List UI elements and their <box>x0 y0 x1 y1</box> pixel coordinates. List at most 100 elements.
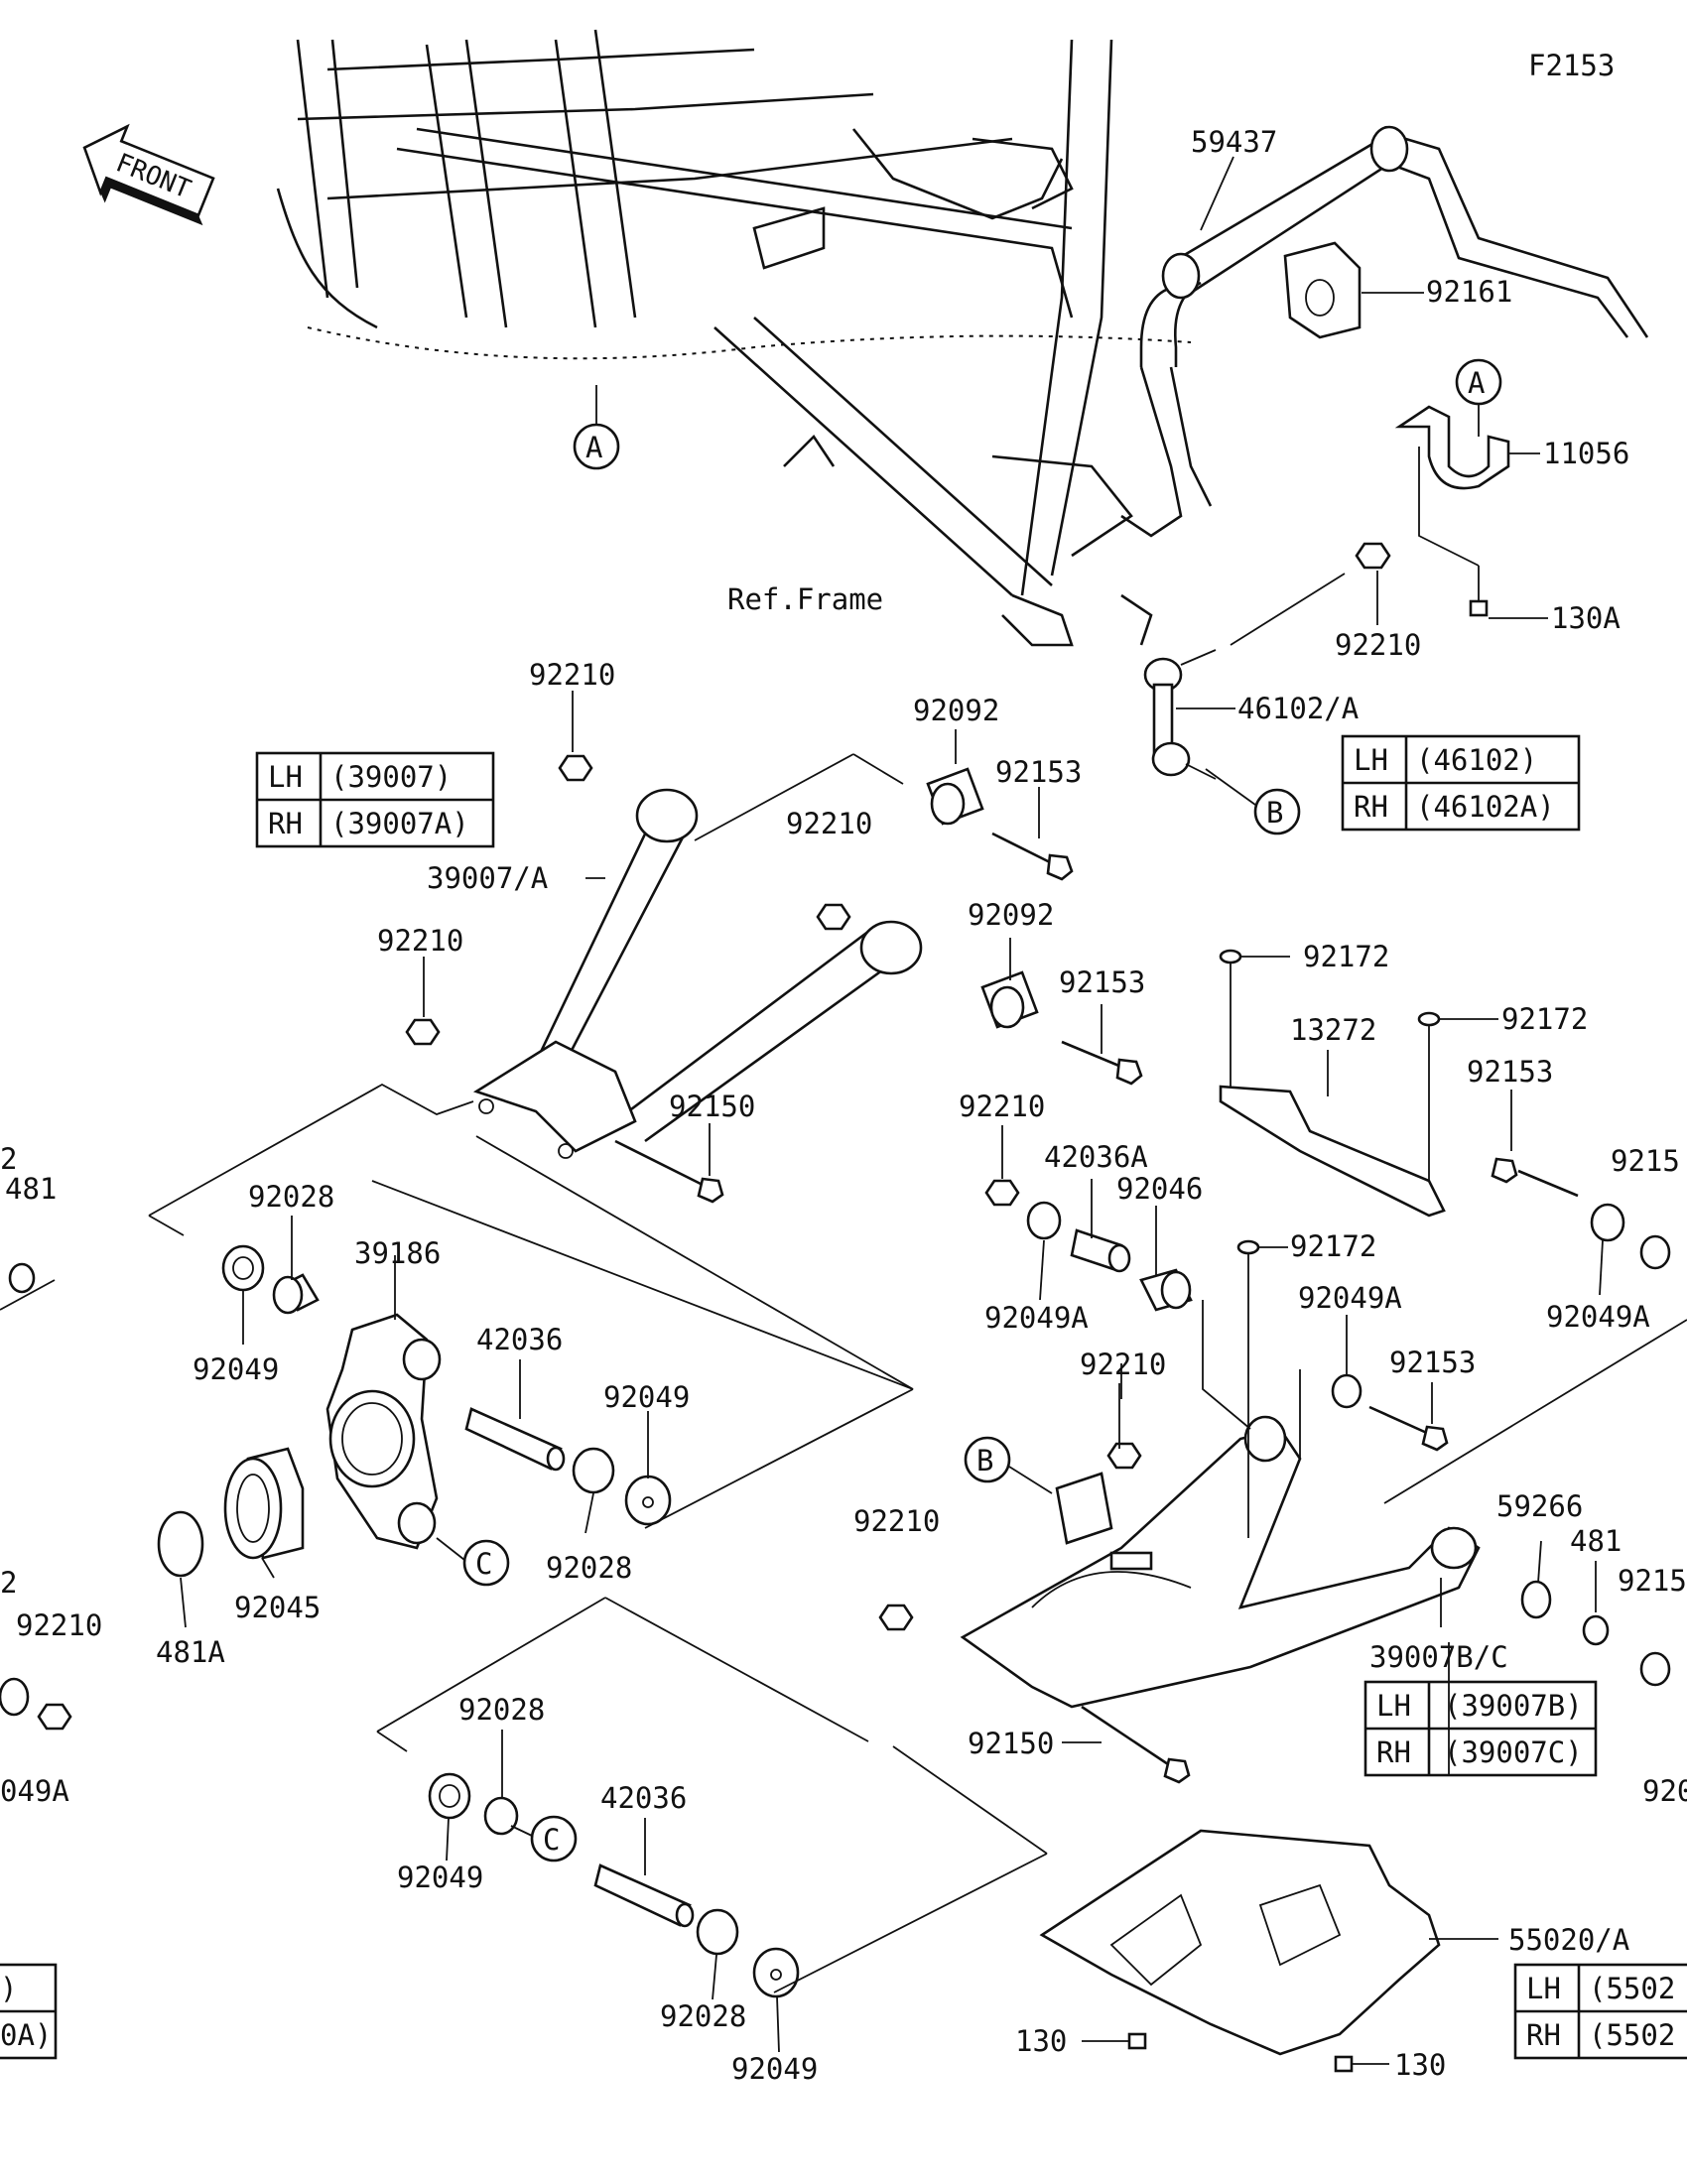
callout-92046: 92046 <box>1116 1172 1203 1206</box>
bushing-92028-a <box>272 1273 320 1315</box>
bolt-130A <box>1469 566 1489 617</box>
callout-92045: 92045 <box>234 1591 321 1624</box>
bolt-92153-d <box>1491 1157 1579 1198</box>
svg-text:(39007C): (39007C) <box>1444 1735 1583 1769</box>
nut-92210-link <box>1230 542 1391 646</box>
callout-481: 481 <box>1570 1524 1622 1558</box>
stabilizer-bar <box>1139 125 1649 367</box>
callout-481A: 481A <box>156 1635 225 1669</box>
bolt-92153-b <box>1061 1040 1143 1086</box>
svg-text:A: A <box>585 431 602 464</box>
seal-92049-a <box>221 1244 265 1292</box>
svg-text:B: B <box>976 1444 993 1477</box>
callout-42036A: 42036A <box>1044 1140 1148 1174</box>
front-arrow-icon: FRONT <box>82 123 215 226</box>
svg-text:RH: RH <box>1376 1735 1411 1769</box>
callout-92210: 92210 <box>1335 628 1421 662</box>
svg-text:LH: LH <box>1526 1972 1561 2005</box>
callout-92028: 92028 <box>546 1551 632 1585</box>
ref-marker-b-2: B <box>964 1436 1011 1483</box>
bolt-92150-upper <box>614 1139 724 1204</box>
svg-text:RH: RH <box>268 807 303 840</box>
callout-92049: 92049 <box>397 1861 483 1894</box>
ref-frame-label: Ref.Frame <box>727 582 883 616</box>
callout-39007BC: 39007B/C <box>1369 1640 1508 1674</box>
callout-92161: 92161 <box>1426 275 1512 309</box>
frame-cut-line <box>307 326 1192 360</box>
callout-labels: F2153 Ref.Frame 59437 92161 11056 130A 9… <box>0 49 1687 2086</box>
callout-55020A: 55020/A <box>1508 1923 1629 1957</box>
callout-2-left-b: 2 <box>0 1566 17 1600</box>
callout-9215-right: 9215 <box>1611 1144 1680 1178</box>
leader-lines <box>180 156 1604 2065</box>
svg-text:(39007B): (39007B) <box>1444 1689 1583 1723</box>
ref-marker-c-2: C <box>530 1815 578 1863</box>
callout-92049A: 92049A <box>1546 1300 1650 1334</box>
svg-text:A: A <box>1468 366 1485 400</box>
group-outlines <box>0 447 1687 1993</box>
callout-130: 130 <box>1015 2024 1067 2058</box>
link-rod-46102 <box>1143 649 1217 780</box>
callout-130-right: 130 <box>1394 2048 1446 2082</box>
ref-marker-leaders <box>436 385 1480 1837</box>
knuckle-39186 <box>325 1313 442 1550</box>
callout-92210: 92210 <box>529 658 615 692</box>
svg-text:LH: LH <box>1376 1689 1411 1723</box>
callout-920-right: 920 <box>1642 1774 1687 1808</box>
callout-39007A: 39007/A <box>427 861 548 895</box>
seal-92049-d <box>752 1947 800 1998</box>
svg-text:(5502: (5502 <box>1589 1972 1675 2005</box>
callout-92049: 92049 <box>731 2052 818 2086</box>
ref-markers: A A B B C C <box>462 358 1502 1863</box>
bushing-92046 <box>1139 1268 1193 1312</box>
callout-92150: 92150 <box>968 1727 1054 1760</box>
upper-a-arm <box>472 788 923 1159</box>
ref-marker-a-1: A <box>573 423 620 470</box>
callout-13272: 13272 <box>1290 1013 1376 1047</box>
callout-92092: 92092 <box>968 898 1054 932</box>
bolt-92150-lower <box>1081 1705 1191 1784</box>
svg-text:(39007): (39007) <box>330 760 452 794</box>
callout-130A: 130A <box>1551 601 1621 635</box>
table-46102: LH (46102) RH (46102A) <box>1341 734 1581 832</box>
table-55020: LH (5502 RH (5502 <box>1513 1963 1687 2060</box>
svg-text:RH: RH <box>1526 2018 1561 2052</box>
snap-ring-481A <box>157 1510 204 1578</box>
guard-55020 <box>1039 1829 1441 2056</box>
clamp-11056 <box>1394 405 1510 490</box>
callout-92153: 92153 <box>1059 965 1145 999</box>
callout-92150: 92150 <box>669 1090 755 1123</box>
svg-text:RH: RH <box>1354 790 1388 824</box>
callout-92172: 92172 <box>1303 940 1389 973</box>
callout-46102A: 46102/A <box>1237 692 1359 725</box>
callout-92028: 92028 <box>660 1999 746 2033</box>
ref-marker-c-1: C <box>462 1539 510 1587</box>
seal-92049A <box>0 1201 1625 1717</box>
callout-92049A: 92049A <box>984 1301 1089 1335</box>
callout-92049: 92049 <box>193 1352 279 1386</box>
callout-92210: 92210 <box>959 1090 1045 1123</box>
svg-text:LH: LH <box>268 760 303 794</box>
bushing-92092-upper <box>926 767 984 826</box>
bushing-59266 <box>1520 1580 1552 1619</box>
callout-92210: 92210 <box>1080 1348 1166 1381</box>
callout-92049: 92049 <box>603 1380 690 1414</box>
screw-92172 <box>1219 949 1441 1538</box>
callout-92172: 92172 <box>1501 1002 1588 1036</box>
callout-39186: 39186 <box>354 1236 441 1270</box>
callout-92210: 92210 <box>377 924 463 958</box>
bushing-92028-c <box>483 1796 519 1836</box>
callout-42036: 42036 <box>600 1781 687 1815</box>
callout-92153: 92153 <box>995 755 1082 789</box>
callout-92028: 92028 <box>458 1693 545 1727</box>
table-39007B: LH (39007B) RH (39007C) <box>1363 1680 1598 1777</box>
pipe-42036-a <box>464 1407 566 1472</box>
bushing-9215-right <box>1639 1234 1671 1687</box>
nut-92210-a <box>37 754 1142 1731</box>
svg-text:(46102): (46102) <box>1416 743 1537 777</box>
collar-42036A <box>1070 1228 1131 1273</box>
callout-92092: 92092 <box>913 694 999 727</box>
callout-92210-left: 92210 <box>16 1608 102 1642</box>
callout-42036: 42036 <box>476 1323 563 1356</box>
callout-92028: 92028 <box>248 1180 334 1214</box>
